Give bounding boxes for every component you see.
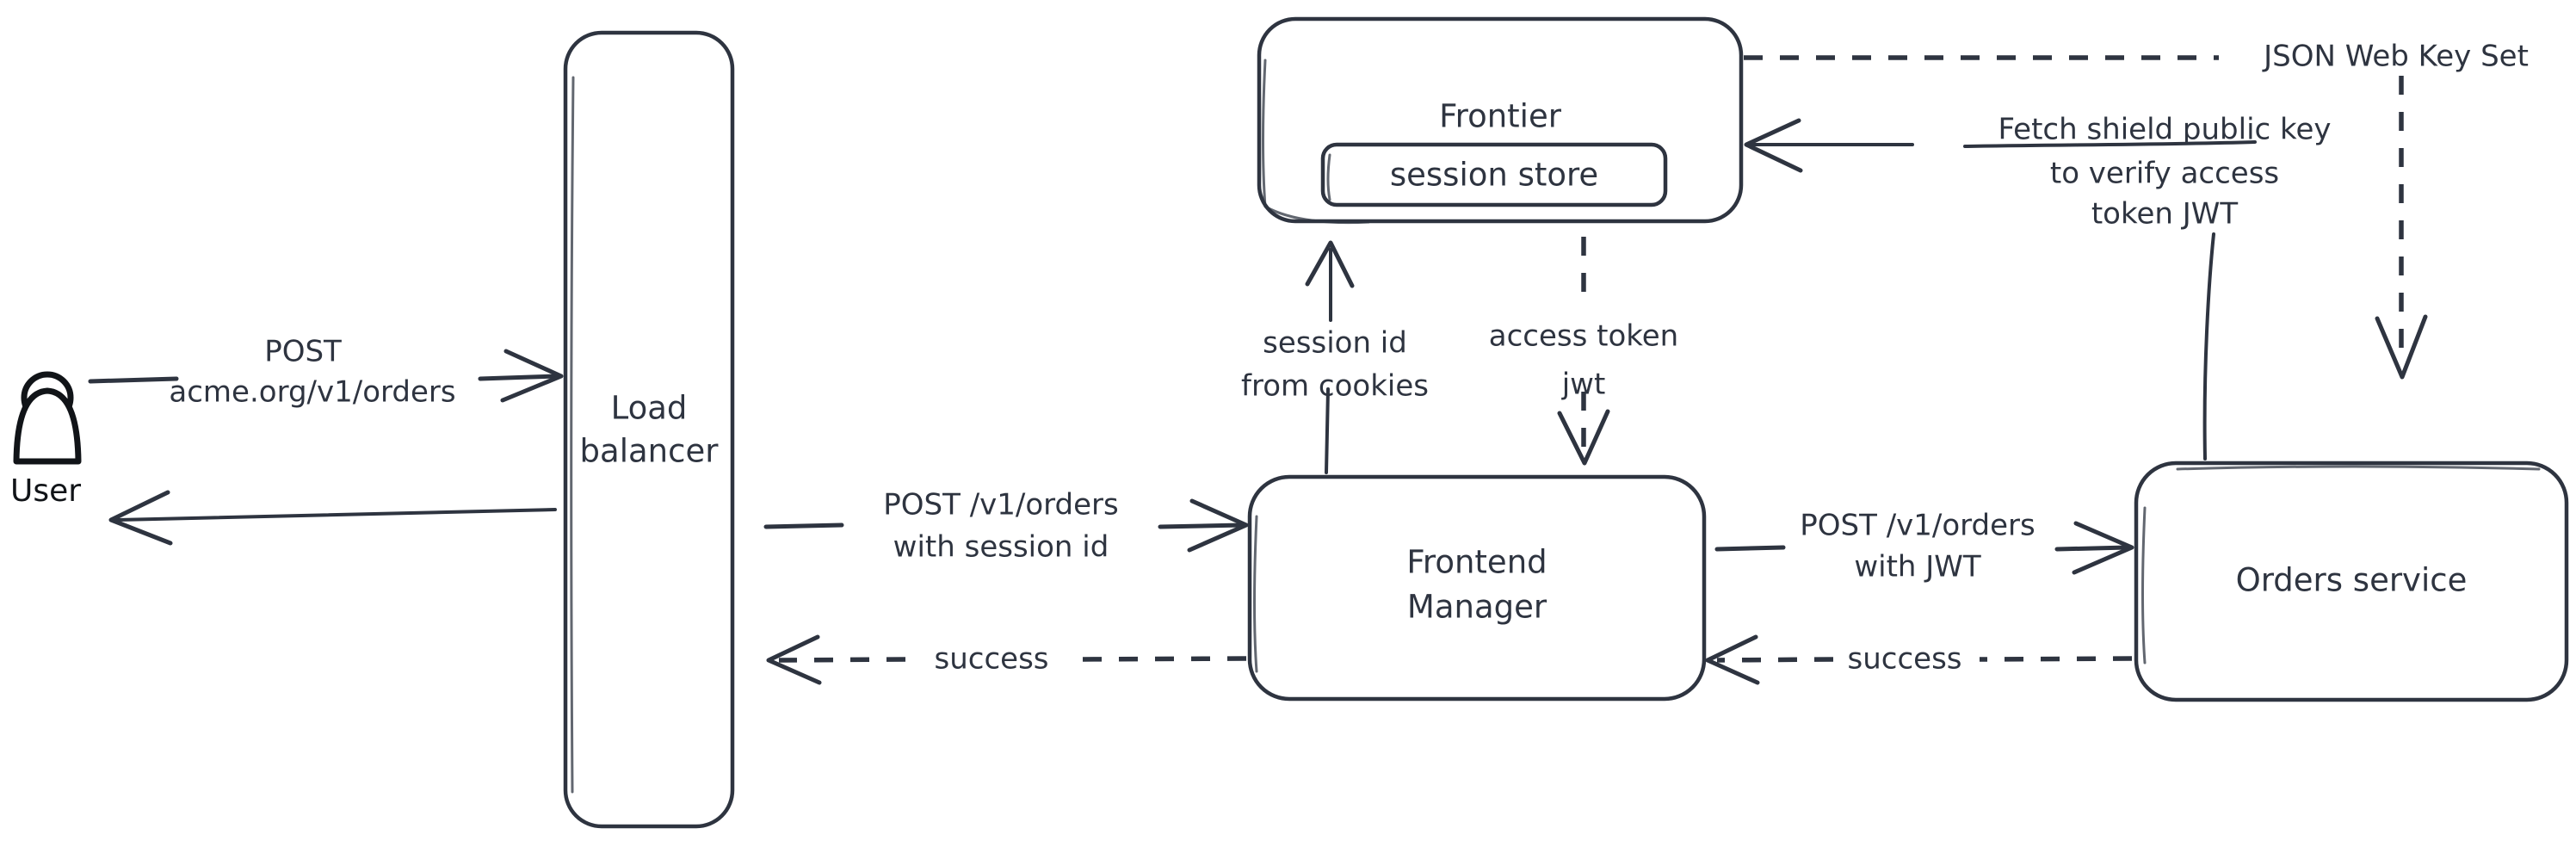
edge-lb-to-fm-label-line2: with session id bbox=[893, 530, 1109, 565]
session-store-box bbox=[1320, 142, 1668, 207]
edge-orders-to-fm-label: success bbox=[1848, 642, 1962, 677]
frontend-manager-node[interactable] bbox=[1247, 474, 1707, 702]
edge-fm-to-orders-label-line2: with JWT bbox=[1854, 550, 1981, 584]
edge-frontier-to-orders-jwks bbox=[1744, 55, 2428, 380]
load-balancer-label-line1: Load bbox=[611, 390, 688, 427]
frontier-node[interactable] bbox=[1257, 16, 1744, 225]
edge-orders-to-frontier-label-line2: to verify access bbox=[2050, 157, 2279, 191]
edge-lb-to-frontend-manager bbox=[763, 498, 1249, 553]
session-store-label: session store bbox=[1390, 157, 1598, 194]
edge-frontier-to-fm-label-line2: jwt bbox=[1561, 368, 1606, 402]
user-label: User bbox=[10, 473, 81, 509]
edge-frontend-manager-to-frontier bbox=[1305, 240, 1355, 474]
edge-lb-to-fm-label-line1: POST /v1/orders bbox=[883, 488, 1118, 522]
edge-orders-to-frontend-manager bbox=[1705, 634, 2133, 685]
edge-load-balancer-to-user bbox=[108, 490, 557, 546]
edge-orders-to-frontier-label-line1: Fetch shield public key bbox=[1998, 113, 2331, 147]
edge-frontier-to-frontend-manager bbox=[1557, 237, 1610, 466]
frontend-manager-label-line2: Manager bbox=[1407, 589, 1547, 626]
edge-user-to-load-balancer bbox=[88, 349, 564, 403]
orders-service-label: Orders service bbox=[2236, 562, 2468, 599]
edge-orders-to-frontier-label-line3: token JWT bbox=[2091, 197, 2239, 232]
edge-frontend-manager-to-orders bbox=[1714, 521, 2134, 575]
edge-user-to-lb-label-line2: acme.org/v1/orders bbox=[169, 375, 455, 410]
load-balancer-label-line2: balancer bbox=[580, 433, 720, 470]
edge-jwks-label: JSON Web Key Set bbox=[2262, 40, 2529, 74]
load-balancer-node[interactable] bbox=[563, 30, 735, 829]
edge-frontend-manager-to-lb bbox=[766, 634, 1247, 685]
edge-fm-to-frontier-label-line1: session id bbox=[1263, 326, 1407, 361]
frontend-manager-label-line1: Frontend bbox=[1406, 544, 1547, 581]
edge-fm-to-frontier-label-line2: from cookies bbox=[1241, 369, 1429, 404]
edge-fm-to-orders-label-line1: POST /v1/orders bbox=[1800, 509, 2035, 543]
frontier-label: Frontier bbox=[1439, 98, 1562, 135]
edge-frontier-to-fm-label-line1: access token bbox=[1489, 319, 1678, 354]
user-actor bbox=[13, 371, 82, 465]
edge-user-to-lb-label-line1: POST bbox=[264, 335, 342, 369]
edge-orders-to-frontier bbox=[1744, 118, 2257, 461]
orders-service-node[interactable] bbox=[2134, 461, 2569, 702]
edge-fm-to-lb-label: success bbox=[935, 642, 1049, 677]
